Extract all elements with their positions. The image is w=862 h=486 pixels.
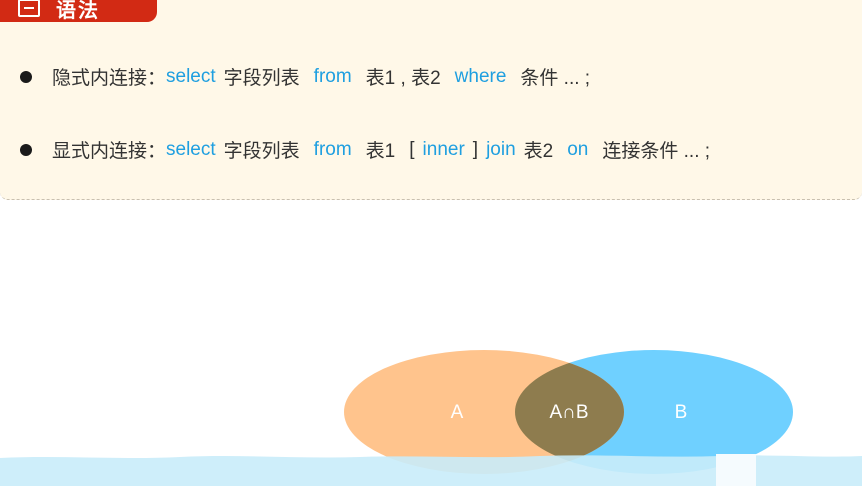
section-tab: 语法 <box>0 0 157 22</box>
syntax-panel: 语法 隐式内连接： select 字段列表 from 表1 , 表2 where… <box>0 0 862 200</box>
explicit-join-line: 显式内连接： select 字段列表 from 表1 [ inner ] joi… <box>20 136 710 163</box>
select-keyword: select <box>166 138 216 160</box>
white-block <box>716 454 756 486</box>
table1-text: 表1 <box>365 141 396 162</box>
bullet-icon <box>20 143 32 156</box>
water-decoration <box>0 455 862 486</box>
bullet-icon <box>20 70 32 83</box>
field-list-text: 字段列表 <box>223 141 300 162</box>
implicit-join-prefix: 隐式内连接： <box>52 68 167 89</box>
set-a-label: A <box>450 402 464 423</box>
field-list-text: 字段列表 <box>223 68 300 89</box>
inner-keyword: inner <box>422 138 465 160</box>
explicit-join-prefix: 显式内连接： <box>52 141 167 162</box>
from-keyword: from <box>313 138 352 160</box>
where-keyword: where <box>454 65 507 87</box>
select-keyword: select <box>166 65 216 87</box>
join-condition-text: 连接条件 ... ; <box>602 141 711 162</box>
bracket-close: ] <box>472 138 479 160</box>
document-icon <box>18 0 40 17</box>
tables-text: 表1 , 表2 <box>365 68 441 89</box>
table2-text: 表2 <box>523 141 554 162</box>
condition-text: 条件 ... ; <box>520 68 591 89</box>
section-title: 语法 <box>56 0 100 22</box>
set-b-label: B <box>674 402 688 423</box>
from-keyword: from <box>313 65 352 87</box>
intersection-label: A∩B <box>549 402 589 423</box>
on-keyword: on <box>567 138 589 160</box>
join-keyword: join <box>486 138 516 160</box>
implicit-join-line: 隐式内连接： select 字段列表 from 表1 , 表2 where 条件… <box>20 63 590 90</box>
bracket-open: [ <box>409 138 415 160</box>
